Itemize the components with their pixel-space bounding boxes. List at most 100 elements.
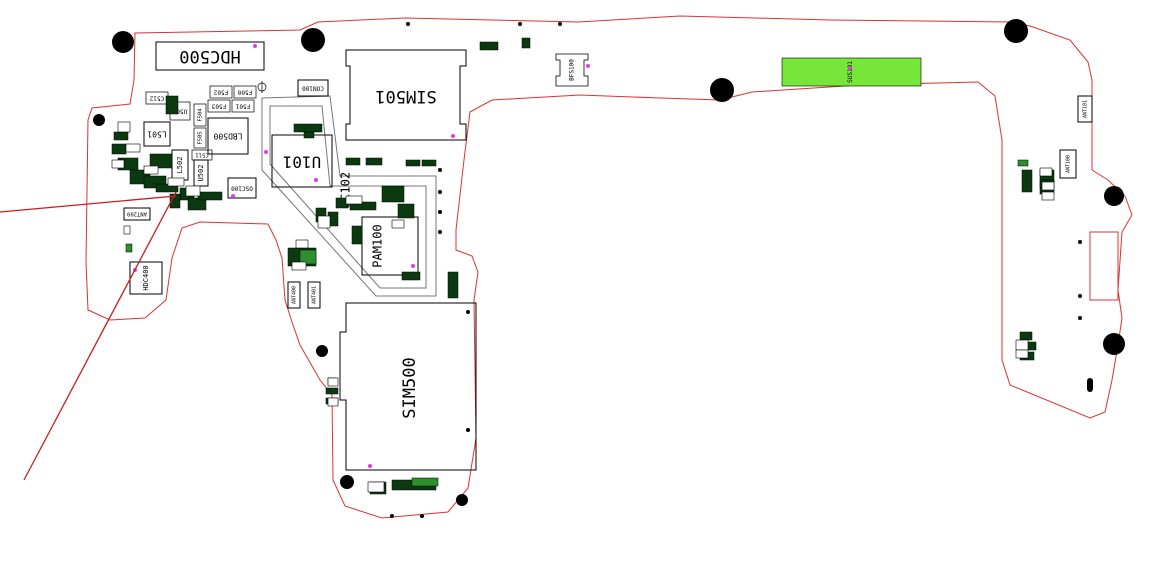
mounting-holes-group <box>93 19 1125 518</box>
ant401-component[interactable] <box>307 281 321 309</box>
smd-pad <box>1021 169 1033 193</box>
shield-outline-inner <box>269 105 427 289</box>
c511-component[interactable] <box>191 149 213 161</box>
probe-line-diagonal <box>23 191 177 481</box>
mounting-hole <box>301 28 325 52</box>
smd-part-outline <box>1041 181 1055 191</box>
ant200-label: ANT200 <box>127 211 147 217</box>
mounting-hole <box>316 345 328 357</box>
via <box>466 310 470 314</box>
smd-pad <box>299 249 317 265</box>
c512-label: C512 <box>149 95 164 102</box>
sim501-component[interactable] <box>345 49 467 141</box>
f505-label: F505 <box>198 131 204 144</box>
f503-component[interactable] <box>207 99 231 113</box>
osc100-component[interactable] <box>227 177 257 199</box>
smd-pad <box>345 157 361 166</box>
c511-label: C511 <box>195 152 208 158</box>
ant400-label: ANT400 <box>292 286 298 304</box>
mounting-hole <box>340 475 354 489</box>
smd-pad <box>349 201 377 211</box>
u501-label: U501 <box>172 108 187 115</box>
via <box>558 22 562 26</box>
l501-component[interactable] <box>143 121 171 147</box>
smd-part-outline <box>125 143 141 153</box>
probe-line-horizontal <box>0 195 177 213</box>
via <box>1078 316 1082 320</box>
smd-part-outline <box>1015 349 1029 359</box>
pam100-label: PAM100 <box>371 224 385 267</box>
f504-component[interactable] <box>193 103 207 127</box>
smd-pad <box>155 183 179 193</box>
f500-label: F500 <box>237 89 252 96</box>
smd-pad <box>1017 159 1029 167</box>
ant101-component[interactable] <box>1077 95 1093 123</box>
smd-part-outline <box>291 261 307 271</box>
marker-dot <box>314 178 318 182</box>
marker-dot <box>264 150 268 154</box>
smd-pad <box>479 41 499 51</box>
smd-part-outline <box>345 195 363 205</box>
smd-pad <box>365 157 383 166</box>
sus101-label: SUS101 <box>847 61 854 83</box>
smd-pad <box>521 37 531 49</box>
smd-part-outline <box>295 239 309 249</box>
f500-component[interactable] <box>233 85 257 99</box>
sim500-component[interactable] <box>339 302 477 471</box>
slot-hole <box>1087 378 1093 392</box>
marker-dot <box>848 66 852 70</box>
shield-outline-outer <box>261 95 437 297</box>
hdc500-component[interactable] <box>155 41 265 71</box>
u101-component[interactable] <box>271 134 333 188</box>
smd-part-outline <box>367 481 385 493</box>
marker-dot <box>411 264 415 268</box>
hdc500-label: HDC500 <box>179 46 240 66</box>
via <box>1078 240 1082 244</box>
sus101-highlight[interactable] <box>781 57 922 87</box>
bfs100-component[interactable] <box>555 53 589 87</box>
smd-pad <box>187 197 207 211</box>
u502-label: U502 <box>197 165 205 182</box>
smd-pad <box>381 185 405 203</box>
f503-label: F503 <box>211 103 226 110</box>
ant200-component[interactable] <box>123 207 151 221</box>
f501-component[interactable] <box>231 99 255 113</box>
f502-component[interactable] <box>209 85 233 99</box>
sim500-label: SIM500 <box>400 357 420 418</box>
board-outline <box>85 15 1133 519</box>
ant400-component[interactable] <box>287 281 301 309</box>
f505-component[interactable] <box>193 127 207 149</box>
osc100-label: OSC100 <box>231 185 253 192</box>
smd-part-outline <box>1039 167 1053 177</box>
smd-pad <box>401 271 421 281</box>
f502-label: F502 <box>213 89 228 96</box>
u101-label: U101 <box>283 153 322 172</box>
smd-pad <box>293 123 323 133</box>
smd-pad <box>397 203 415 219</box>
pam100-component[interactable] <box>361 216 419 276</box>
via <box>1078 294 1082 298</box>
ant100-component[interactable] <box>1059 149 1077 179</box>
via <box>518 22 522 26</box>
smd-part-outline <box>143 165 159 175</box>
mounting-hole <box>93 114 105 126</box>
via <box>438 190 442 194</box>
lbd500-component[interactable] <box>207 117 249 155</box>
via <box>420 514 424 518</box>
via <box>466 428 470 432</box>
f501-label: F501 <box>235 103 250 110</box>
mounting-hole <box>112 31 134 53</box>
sim501-label: SIM501 <box>375 86 436 106</box>
con100-component[interactable] <box>297 79 329 97</box>
marker-dot <box>231 194 235 198</box>
ant401-label: ANT401 <box>312 286 318 304</box>
marker-dot <box>368 464 372 468</box>
l502-label: L502 <box>176 157 184 174</box>
smd-part-outline <box>317 215 331 229</box>
small-parts-group <box>111 37 1055 495</box>
smd-part-outline <box>327 377 339 387</box>
l501-label: L501 <box>147 130 166 139</box>
f504-label: F504 <box>198 108 204 122</box>
smd-pad <box>165 95 179 115</box>
